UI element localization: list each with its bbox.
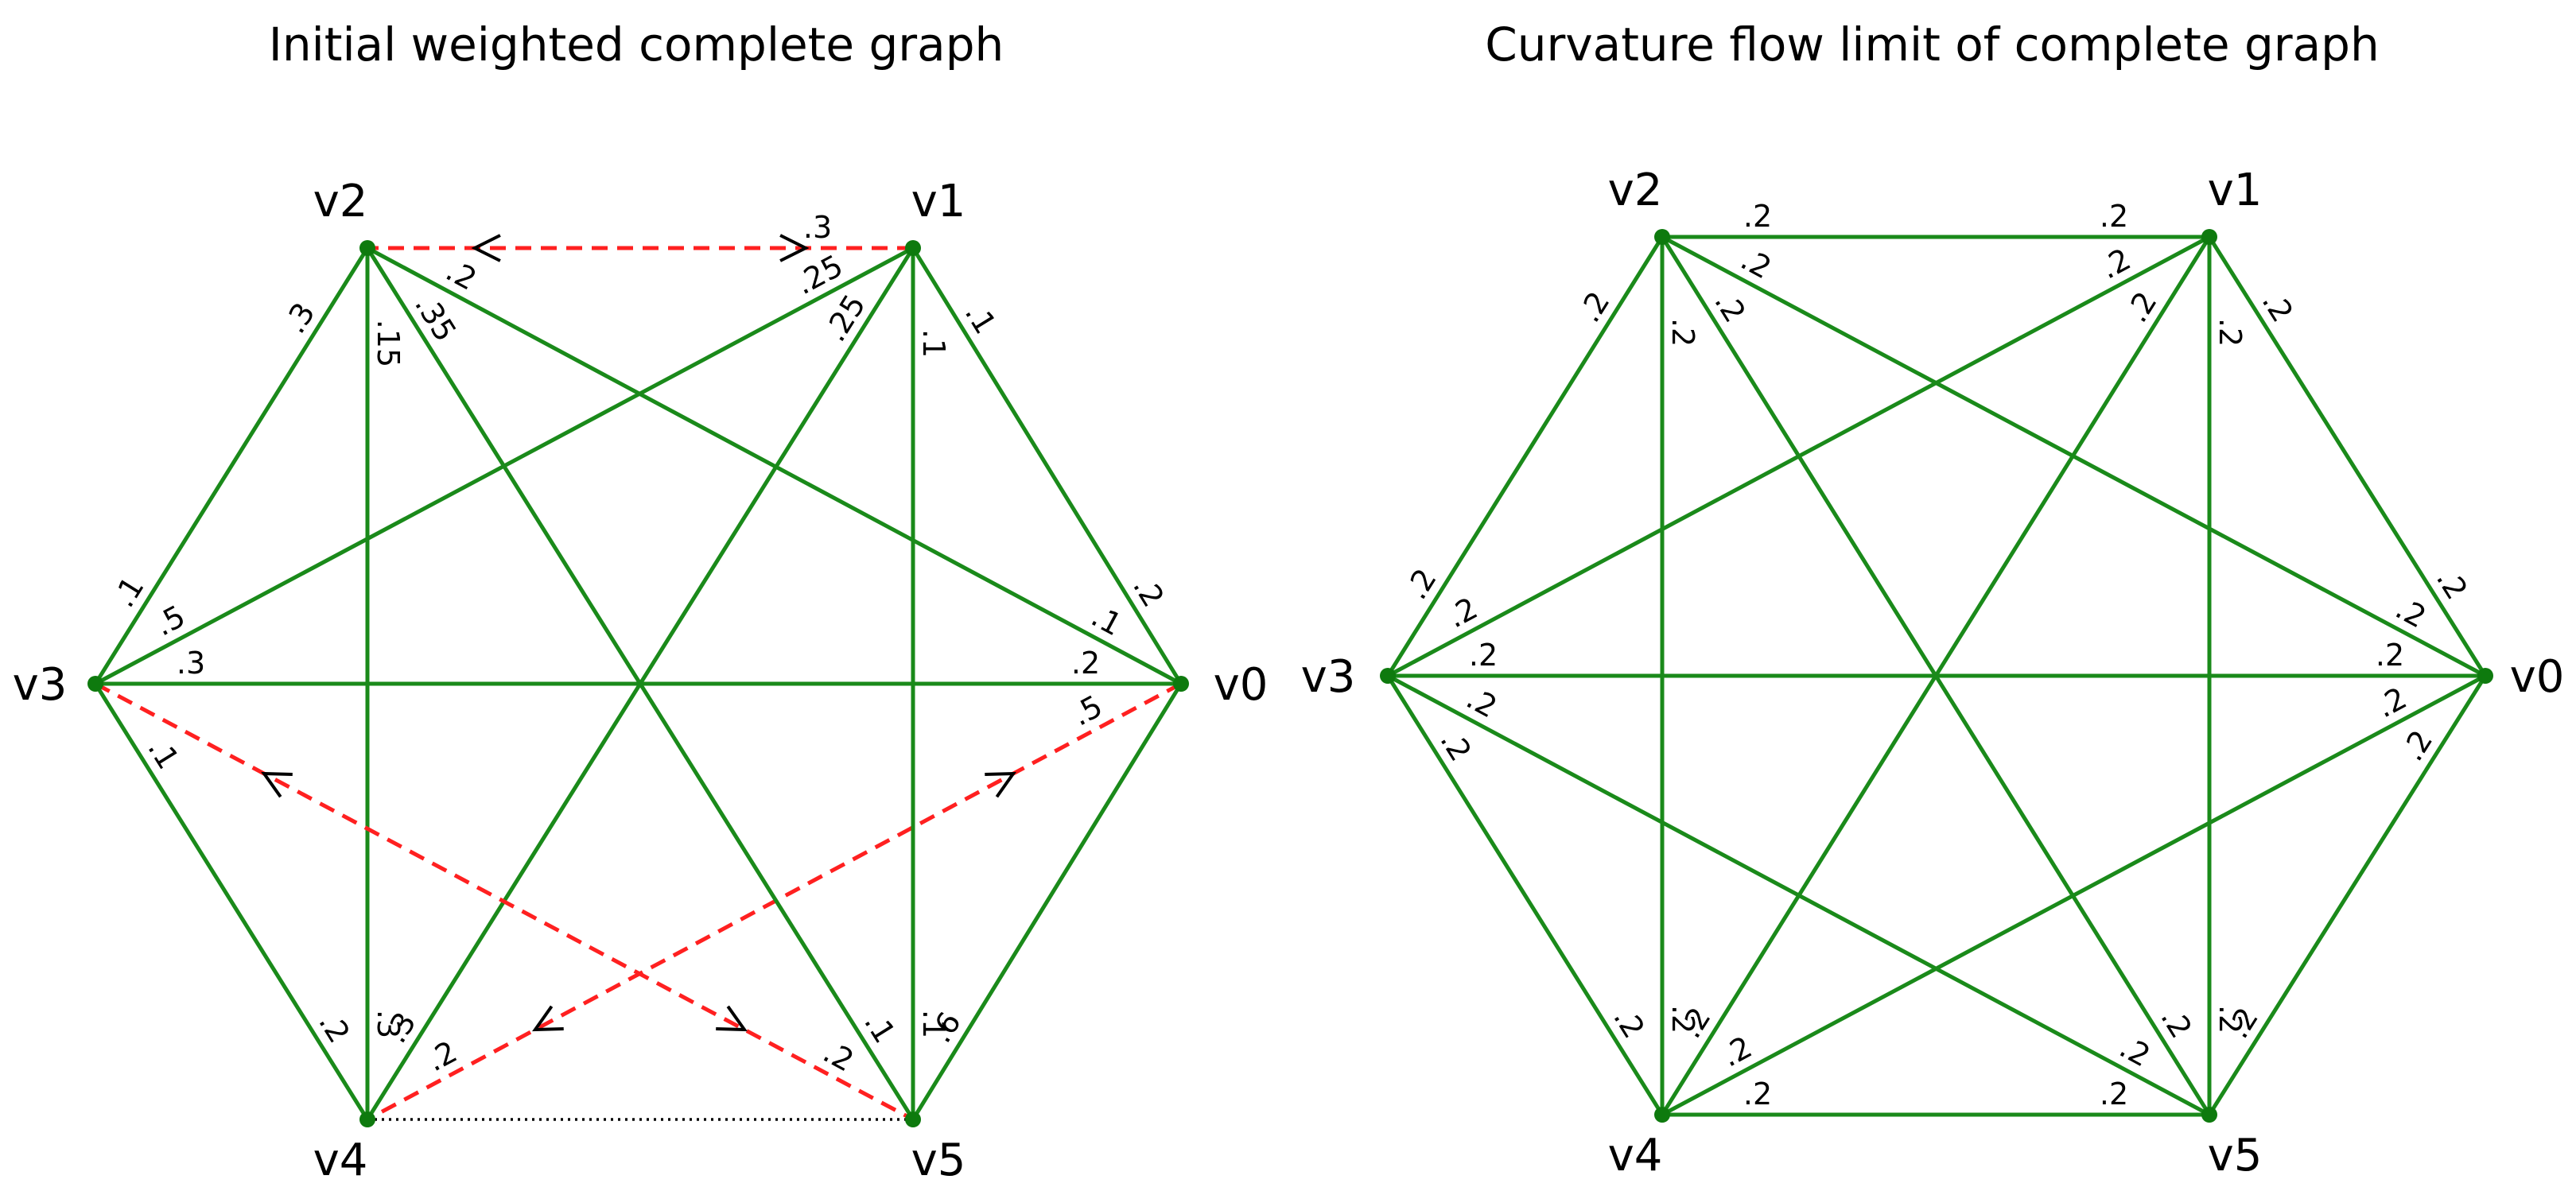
edge-v0-v5 bbox=[911, 682, 1183, 1121]
edge-v0-v1 bbox=[2207, 235, 2488, 677]
node-v0 bbox=[2477, 668, 2493, 684]
vertex-label-v2: v2 bbox=[1608, 165, 1663, 216]
node-v4 bbox=[359, 1111, 375, 1127]
weight-label-v1-v2-v2: .2 bbox=[1743, 199, 1772, 234]
weight-label-v1-v2-v1: .2 bbox=[2100, 199, 2128, 234]
graph-initial: .2.1.1.2.2.3.5.2.6.3.25.5.25.3.1.1.3.1.1… bbox=[13, 176, 1269, 1186]
vertex-label-v3: v3 bbox=[13, 659, 68, 711]
panel-initial-graph: Initial weighted complete graph .2 .1 .1 .2… bbox=[0, 0, 1272, 1191]
arrow-v1-v2-1 bbox=[471, 234, 501, 262]
weight-label-v4-v5-v4: .2 bbox=[1743, 1077, 1772, 1111]
edge-v3-v5 bbox=[94, 681, 915, 1122]
weight-label-v0-v3-v3: .2 bbox=[1469, 638, 1498, 673]
edge-v2-v5 bbox=[1660, 235, 2212, 1116]
panel-limit-graph: Curvature flow limit of complete graph .… bbox=[1288, 0, 2576, 1191]
weight-label-v2-v5-v2: .35 bbox=[408, 289, 463, 348]
node-v1 bbox=[905, 240, 921, 256]
edge-v2-v3 bbox=[1385, 235, 1665, 677]
node-v5 bbox=[2201, 1107, 2217, 1123]
weight-label-v1-v5-v5: .1 bbox=[916, 1010, 951, 1038]
edge-v2-v5 bbox=[365, 246, 915, 1121]
weight-label-v0-v3-v0: .2 bbox=[1071, 646, 1100, 681]
edge-v3-v5 bbox=[1386, 673, 2211, 1117]
arrow-v3-v5-1 bbox=[716, 1005, 748, 1032]
vertex-label-v3: v3 bbox=[1301, 651, 1356, 703]
edge-v0-v4 bbox=[366, 681, 1183, 1122]
panel-title-right: Curvature flow limit of complete graph bbox=[1485, 17, 2380, 72]
vertex-label-v5: v5 bbox=[2208, 1130, 2263, 1181]
weight-label-v1-v5-v1: .1 bbox=[916, 329, 951, 358]
node-v4 bbox=[1654, 1107, 1670, 1123]
weight-label-v0-v3-v0: .2 bbox=[2376, 638, 2404, 673]
vertex-label-v4: v4 bbox=[313, 1135, 368, 1186]
vertex-label-v1: v1 bbox=[911, 176, 966, 227]
node-v5 bbox=[905, 1111, 921, 1127]
edge-v2-v3 bbox=[93, 246, 370, 685]
arrow-v1-v2-0 bbox=[779, 234, 810, 262]
weight-label-v1-v4-v1: .25 bbox=[818, 289, 872, 348]
weight-label-v1-v5-v5: .2 bbox=[2213, 1005, 2248, 1034]
weight-label-v2-v4-v4: .3 bbox=[371, 1010, 406, 1038]
node-v3 bbox=[1380, 668, 1396, 684]
edge-v0-v1 bbox=[911, 246, 1183, 685]
edge-v0-v2 bbox=[366, 246, 1183, 686]
vertex-label-v1: v1 bbox=[2208, 165, 2263, 216]
vertex-label-v2: v2 bbox=[313, 176, 368, 227]
vertex-label-v0: v0 bbox=[1214, 659, 1269, 711]
graph-limit: .2.2.2.2.2.2.2.2.2.2.2.2.2.2.2.2.2.2.2.2… bbox=[1301, 165, 2565, 1181]
weight-label-v4-v5-v5: .2 bbox=[2100, 1077, 2128, 1111]
weight-label-v2-v4-v4: .2 bbox=[1665, 1005, 1700, 1034]
weight-label-v2-v4-v2: .15 bbox=[371, 320, 406, 367]
vertex-label-v5: v5 bbox=[911, 1135, 966, 1186]
node-v1 bbox=[2201, 229, 2217, 245]
weight-label-v2-v4-v2: .2 bbox=[1665, 318, 1700, 347]
weight-label-v1-v2-v1: .3 bbox=[803, 210, 832, 245]
node-v2 bbox=[359, 240, 375, 256]
vertex-label-v4: v4 bbox=[1608, 1130, 1663, 1181]
node-v0 bbox=[1173, 676, 1189, 692]
weight-label-v0-v3-v3: .3 bbox=[177, 646, 205, 681]
arrow-v3-v5-0 bbox=[261, 771, 293, 798]
node-v3 bbox=[87, 676, 103, 692]
vertex-label-v0: v0 bbox=[2510, 651, 2565, 703]
edge-v3-v4 bbox=[93, 682, 370, 1121]
node-v2 bbox=[1654, 229, 1670, 245]
edge-v3-v4 bbox=[1385, 674, 1665, 1116]
arrow-v0-v4-0 bbox=[985, 771, 1016, 798]
arrow-v0-v4-1 bbox=[532, 1005, 564, 1032]
edge-v0-v5 bbox=[2207, 674, 2488, 1116]
weight-label-v1-v5-v1: .2 bbox=[2213, 318, 2248, 347]
panel-title-left: Initial weighted complete graph bbox=[268, 17, 1004, 72]
